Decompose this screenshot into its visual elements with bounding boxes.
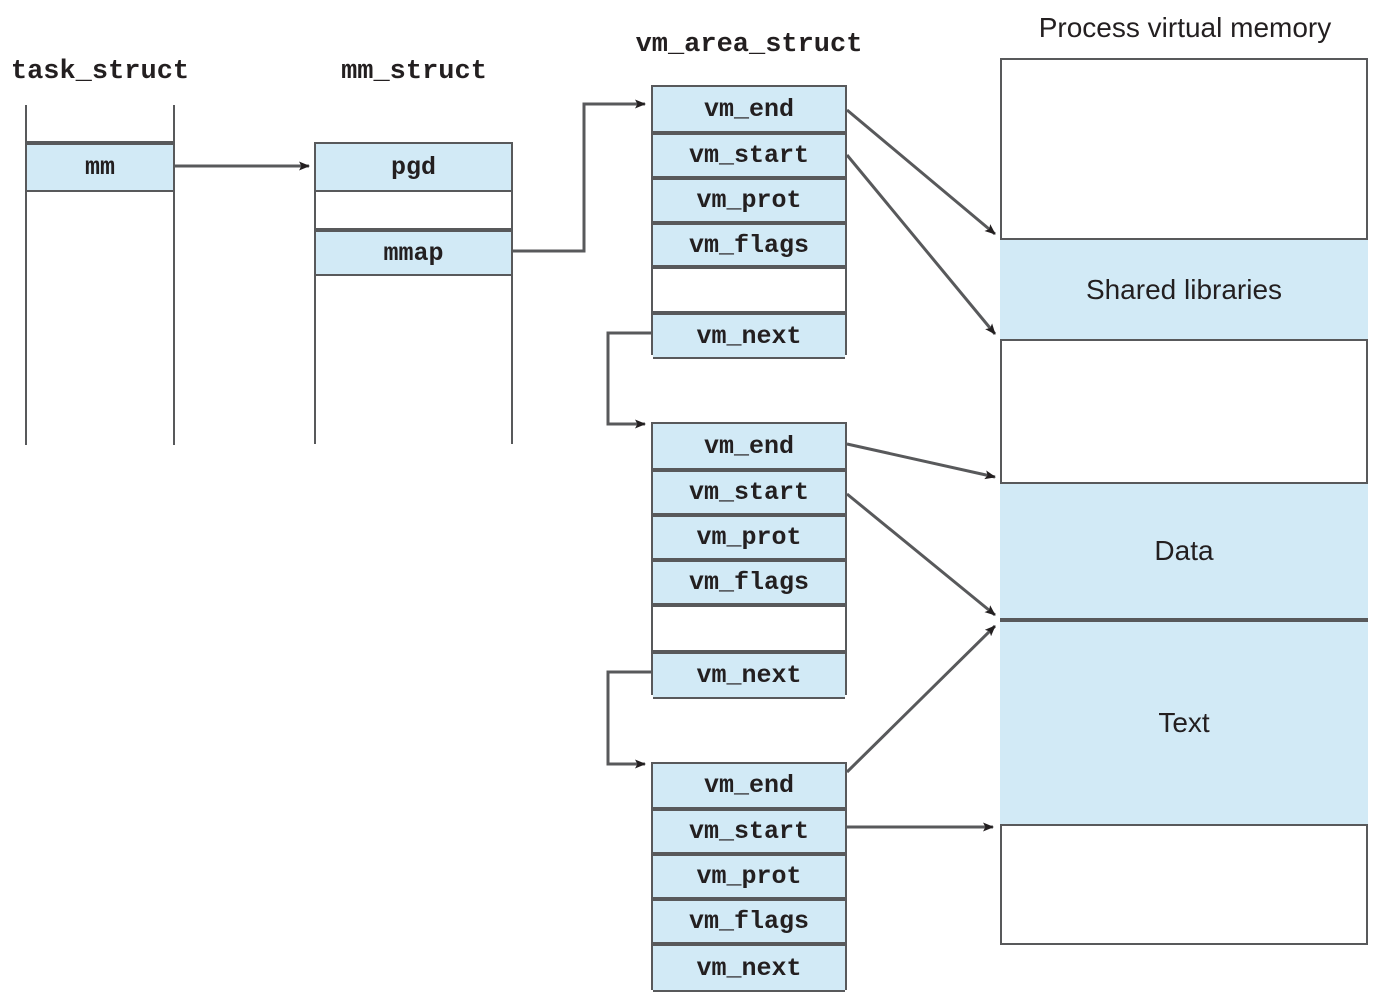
memory-region-shared-libraries[interactable]: Shared libraries bbox=[1000, 238, 1368, 341]
mm-struct-row-mmap[interactable]: mmap bbox=[316, 230, 511, 276]
arrow-vma1-vm-start-to-shared-libs-bottom bbox=[845, 154, 997, 335]
label-vm-area-struct: vm_area_struct bbox=[635, 30, 863, 60]
mm-struct-row-empty-2 bbox=[316, 276, 511, 444]
memory-region-data[interactable]: Data bbox=[1000, 482, 1368, 620]
vma1-row-vm-flags[interactable]: vm_flags bbox=[653, 223, 845, 267]
arrow-vma1-vm-end-to-shared-libs-top bbox=[846, 108, 996, 236]
arrow-vma2-vm-start-to-data-bottom bbox=[846, 492, 996, 617]
vma3-row-vm-next[interactable]: vm_next bbox=[653, 944, 845, 992]
vma1-row-vm-end[interactable]: vm_end bbox=[653, 85, 845, 133]
vma3-row-vm-end[interactable]: vm_end bbox=[653, 762, 845, 809]
vma3-row-vm-prot[interactable]: vm_prot bbox=[653, 854, 845, 899]
label-process-virtual-memory: Process virtual memory bbox=[1038, 12, 1332, 43]
vm-area-struct-1-box: vm_end vm_start vm_prot vm_flags vm_next bbox=[651, 85, 847, 359]
vm-area-struct-2-box: vm_end vm_start vm_prot vm_flags vm_next bbox=[651, 422, 847, 699]
vma1-row-vm-next[interactable]: vm_next bbox=[653, 313, 845, 359]
process-virtual-memory-box: Shared libraries Data Text bbox=[1000, 58, 1368, 945]
task-struct-row-mm[interactable]: mm bbox=[27, 143, 173, 192]
arrow-vma1-next-to-vma2 bbox=[606, 331, 651, 429]
mm-struct-row-empty-1 bbox=[316, 192, 511, 230]
vma2-row-empty bbox=[653, 605, 845, 652]
vma1-row-vm-start[interactable]: vm_start bbox=[653, 133, 845, 178]
vma2-row-vm-next[interactable]: vm_next bbox=[653, 652, 845, 699]
vma2-row-vm-end[interactable]: vm_end bbox=[653, 422, 845, 470]
vma3-row-vm-flags[interactable]: vm_flags bbox=[653, 899, 845, 944]
task-struct-row-empty-top bbox=[27, 105, 173, 143]
vma2-row-vm-prot[interactable]: vm_prot bbox=[653, 515, 845, 560]
label-mm-struct: mm_struct bbox=[341, 57, 487, 87]
vma1-row-empty bbox=[653, 267, 845, 313]
label-task-struct: task_struct bbox=[10, 57, 190, 87]
mm-struct-box: pgd mmap bbox=[314, 142, 513, 444]
task-struct-row-empty-bottom bbox=[27, 192, 173, 445]
arrow-vma2-vm-end-to-data-top bbox=[846, 442, 996, 480]
arrow-vma3-vm-end-to-text-top bbox=[845, 624, 997, 774]
arrow-vma2-next-to-vma3 bbox=[606, 670, 651, 769]
memory-region-text[interactable]: Text bbox=[1000, 620, 1368, 826]
mm-struct-row-pgd[interactable]: pgd bbox=[316, 142, 511, 192]
vma2-row-vm-start[interactable]: vm_start bbox=[653, 470, 845, 515]
vma1-row-vm-prot[interactable]: vm_prot bbox=[653, 178, 845, 223]
vma2-row-vm-flags[interactable]: vm_flags bbox=[653, 560, 845, 605]
arrow-mmap-to-vma1 bbox=[513, 99, 646, 253]
task-struct-box: mm bbox=[25, 105, 175, 445]
vm-area-struct-3-box: vm_end vm_start vm_prot vm_flags vm_next bbox=[651, 762, 847, 992]
vma3-row-vm-start[interactable]: vm_start bbox=[653, 809, 845, 854]
